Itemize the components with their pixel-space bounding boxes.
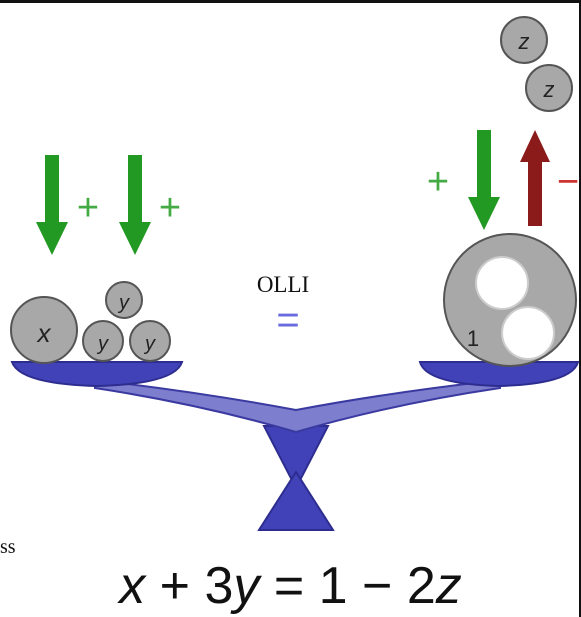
up-arrow bbox=[520, 130, 550, 226]
eq-var-z: z bbox=[435, 557, 462, 615]
ball-one: 1 bbox=[443, 233, 577, 367]
eq-var-x: x bbox=[119, 557, 146, 615]
minus-sign: − bbox=[557, 161, 579, 203]
hole bbox=[501, 306, 555, 360]
ball-z-label: z bbox=[543, 77, 555, 102]
balance-beam bbox=[94, 378, 501, 434]
eq-minus: − bbox=[362, 557, 393, 615]
center-equals-sign: = bbox=[276, 298, 300, 342]
stand-bottom-triangle bbox=[257, 470, 335, 531]
ball-x: x bbox=[10, 296, 78, 364]
eq-var-y: y bbox=[233, 557, 260, 615]
plus-sign: + bbox=[77, 187, 99, 229]
ball-y: y bbox=[82, 320, 124, 362]
top-border bbox=[0, 0, 581, 3]
down-arrow bbox=[36, 155, 68, 255]
eq-coef-y: 3 bbox=[204, 557, 234, 615]
ball-z: z bbox=[500, 16, 548, 64]
ball-y-label: y bbox=[117, 292, 130, 314]
plus-sign: + bbox=[159, 187, 181, 229]
left-pan bbox=[10, 361, 184, 388]
hole bbox=[475, 256, 529, 310]
ball-one-label: 1 bbox=[467, 326, 479, 351]
eq-coef-z: 2 bbox=[406, 557, 436, 615]
ball-y: y bbox=[129, 320, 171, 362]
ball-z-label: z bbox=[518, 29, 530, 54]
eq-one: 1 bbox=[318, 557, 348, 615]
right-pan bbox=[418, 361, 580, 388]
ball-z: z bbox=[525, 64, 573, 112]
ball-x-label: x bbox=[36, 318, 52, 348]
plus-sign: + bbox=[427, 161, 449, 203]
equation: x + 3y = 1 − 2z bbox=[0, 556, 581, 616]
eq-plus: + bbox=[159, 557, 191, 615]
down-arrow bbox=[119, 155, 151, 255]
right-border bbox=[579, 0, 581, 617]
ball-y-label: y bbox=[96, 333, 109, 355]
eq-equals: = bbox=[273, 557, 305, 615]
down-arrow bbox=[468, 130, 500, 230]
ball-y-label: y bbox=[143, 333, 156, 355]
ball-y: y bbox=[105, 281, 143, 319]
center-label: OLLI bbox=[256, 272, 310, 297]
side-text-fragment: ss bbox=[0, 536, 16, 558]
